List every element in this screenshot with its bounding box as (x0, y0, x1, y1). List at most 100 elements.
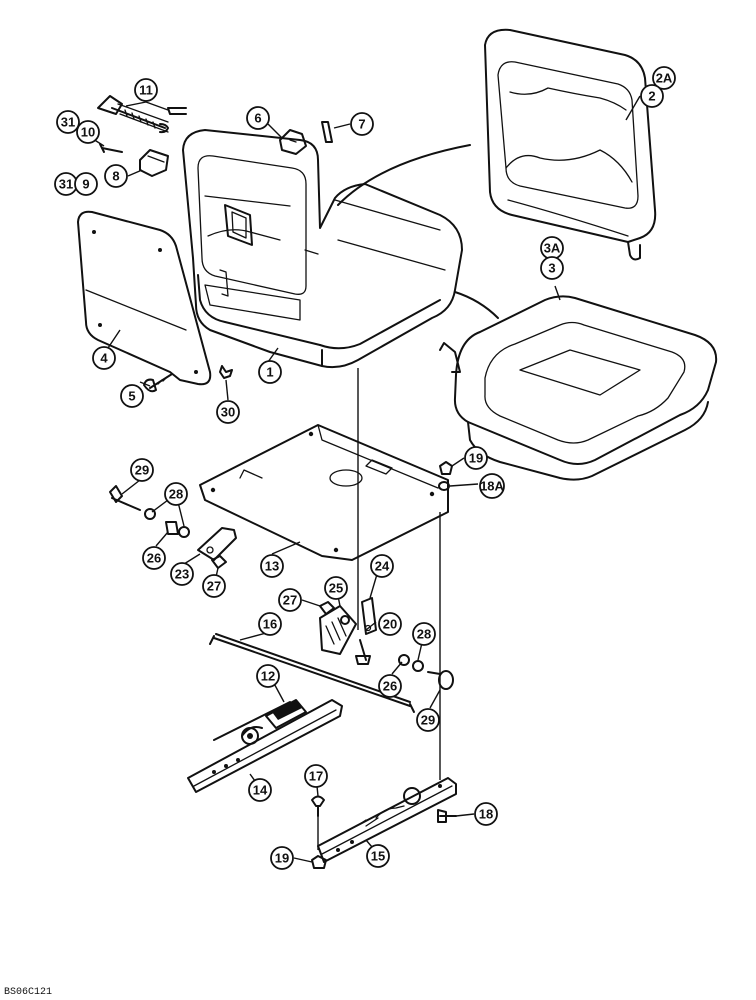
callout-2: 2 (640, 84, 664, 108)
callout-label: 3 (548, 261, 555, 276)
backrest-cushion (484, 28, 657, 261)
callout-26: 26 (142, 546, 166, 570)
callout-circle (74, 172, 98, 196)
callout-circle (378, 612, 402, 636)
callout-24: 24 (370, 554, 394, 578)
side-panel (77, 210, 212, 386)
callout-circle (134, 78, 158, 102)
callout-circle (366, 844, 390, 868)
callout-label: 26 (147, 551, 161, 566)
callout-31: 31 (54, 172, 78, 196)
seat-slide-14 (187, 699, 343, 793)
callout-label: 9 (82, 177, 89, 192)
callout-19: 19 (270, 846, 294, 870)
bushing-26-left (165, 521, 179, 535)
callout-circle (270, 846, 294, 870)
release-rod-16 (209, 633, 415, 713)
washer-28-right (412, 660, 424, 672)
callout-label: 28 (417, 627, 431, 642)
leader-lines (81, 95, 641, 863)
callout-label: 10 (81, 125, 95, 140)
latch-bracket-6 (279, 129, 307, 155)
callout-circle (260, 554, 284, 578)
callout-circle (170, 562, 194, 586)
callout-label: 27 (283, 593, 297, 608)
callout-label: 20 (383, 617, 397, 632)
bolt-20 (355, 639, 371, 665)
callout-circle (120, 384, 144, 408)
callout-circle (304, 764, 328, 788)
callout-8: 8 (104, 164, 128, 188)
callout-circle (104, 164, 128, 188)
callout-circle (278, 588, 302, 612)
callout-circle (378, 674, 402, 698)
pin-7 (321, 121, 333, 143)
callout-label: 19 (275, 851, 289, 866)
callout-28: 28 (164, 482, 188, 506)
callout-17: 17 (304, 764, 328, 788)
callout-label: 4 (100, 351, 108, 366)
callout-28: 28 (412, 622, 436, 646)
callout-label: 3A (544, 241, 561, 256)
callout-18: 18 (474, 802, 498, 826)
callout-label: 31 (59, 177, 73, 192)
callout-label: 28 (169, 487, 183, 502)
callout-label: 14 (253, 783, 268, 798)
callout-2a: 2A (652, 66, 676, 90)
callout-15: 15 (366, 844, 390, 868)
callout-circle (258, 612, 282, 636)
callout-label: 2A (656, 71, 673, 86)
callout-label: 26 (383, 679, 397, 694)
callout-circle (640, 84, 664, 108)
callout-label: 16 (263, 617, 277, 632)
callout-6: 6 (246, 106, 270, 130)
callout-circle (412, 622, 436, 646)
callout-label: 18 (479, 807, 493, 822)
small-bolt-10 (99, 143, 123, 153)
callout-label: 1 (266, 365, 273, 380)
callout-label: 29 (421, 713, 435, 728)
callout-1: 1 (258, 360, 282, 384)
callout-23: 23 (170, 562, 194, 586)
callout-circle (464, 446, 488, 470)
recline-knob-and-screw (97, 95, 187, 134)
callout-20: 20 (378, 612, 402, 636)
callout-circle (350, 112, 374, 136)
panel-screw (143, 373, 173, 393)
callout-11: 11 (134, 78, 158, 102)
callout-31: 31 (56, 110, 80, 134)
nut-19-bottom (311, 855, 327, 869)
callout-label: 2 (648, 89, 655, 104)
callout-label: 23 (175, 567, 189, 582)
knob-bolt-29-right (427, 670, 454, 690)
washer-18a (438, 481, 450, 491)
handle-25 (319, 605, 357, 655)
callout-circle (370, 554, 394, 578)
callout-18a: 18A (479, 473, 505, 499)
callout-circle (130, 458, 154, 482)
callout-circle (56, 110, 80, 134)
callout-label: 24 (375, 559, 390, 574)
callout-circle (652, 66, 676, 90)
callout-4: 4 (92, 346, 116, 370)
callout-label: 11 (139, 83, 153, 98)
washer-28-left (144, 508, 190, 538)
callout-10: 10 (76, 120, 100, 144)
callout-19: 19 (464, 446, 488, 470)
callout-label: 15 (371, 849, 385, 864)
callout-label: 8 (112, 169, 119, 184)
callout-label: 30 (221, 405, 235, 420)
callout-label: 25 (329, 581, 343, 596)
assembly-arrows (337, 144, 499, 319)
callout-label: 17 (309, 769, 323, 784)
callout-14: 14 (248, 778, 272, 802)
callout-circle (246, 106, 270, 130)
callout-3: 3 (540, 256, 564, 280)
callout-circle (416, 708, 440, 732)
bolt-17 (311, 795, 325, 817)
callout-label: 7 (358, 117, 365, 132)
callout-circle (258, 360, 282, 384)
callout-label: 5 (128, 389, 135, 404)
bolt-29-left (109, 485, 141, 511)
